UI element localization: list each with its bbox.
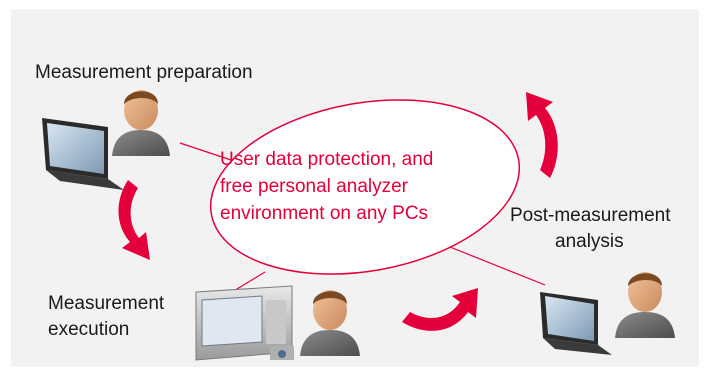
person-icon bbox=[300, 290, 360, 356]
center-text-line3: environment on any PCs bbox=[220, 203, 429, 224]
analyzer-instrument-icon bbox=[195, 285, 294, 361]
connector-line-execution bbox=[231, 271, 266, 293]
person-icon bbox=[112, 90, 170, 156]
label-measurement-execution-line2: execution bbox=[48, 319, 130, 340]
curved-arrow-icon bbox=[402, 288, 478, 331]
laptop-icon bbox=[540, 292, 612, 355]
center-ellipse-text: User data protection, and free personal … bbox=[220, 146, 500, 227]
person-icon bbox=[615, 272, 675, 338]
connector-line-preparation bbox=[179, 142, 241, 164]
label-measurement-execution-line1: Measurement bbox=[48, 293, 165, 314]
center-text-line1: User data protection, and bbox=[220, 149, 434, 170]
curved-arrow-icon bbox=[526, 92, 558, 178]
label-post-measurement-line2: analysis bbox=[555, 231, 624, 252]
laptop-icon bbox=[42, 118, 124, 190]
label-measurement-preparation: Measurement preparation bbox=[35, 62, 253, 83]
connector-line-analysis bbox=[449, 246, 546, 286]
label-post-measurement-line1: Post-measurement bbox=[510, 205, 671, 226]
curved-arrow-icon bbox=[118, 180, 150, 260]
center-ellipse bbox=[209, 99, 521, 275]
center-text-line2: free personal analyzer bbox=[220, 176, 408, 197]
